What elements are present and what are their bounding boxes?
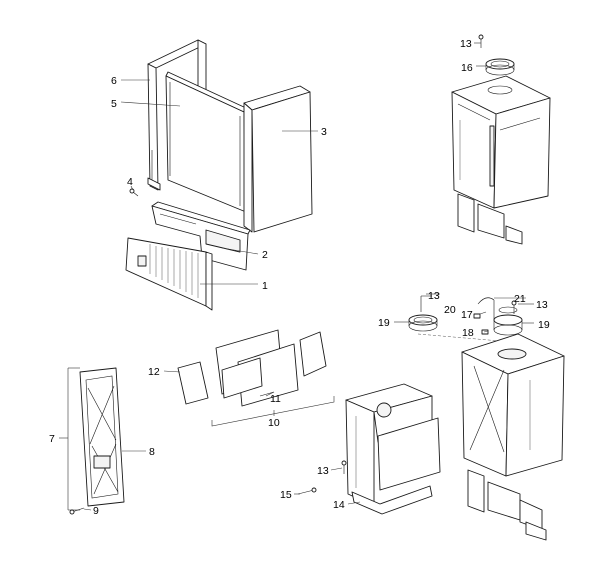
clip-part-20	[477, 297, 495, 320]
callout-9: 9	[93, 505, 99, 517]
callout-14: 14	[333, 499, 345, 511]
screw-part-9	[69, 507, 85, 515]
leader-lines	[59, 42, 534, 511]
insulation-panels-part-11	[215, 329, 327, 407]
rear-panel-part-8	[79, 367, 125, 507]
flue-collar-part-16	[485, 58, 515, 76]
callout-18: 18	[462, 327, 474, 339]
screw-part-13-lower	[341, 460, 347, 474]
callout-17: 17	[461, 309, 473, 321]
callout-1: 1	[262, 280, 268, 292]
screw-part-13-top	[478, 34, 484, 48]
callout-2: 2	[262, 249, 268, 261]
callout-19-right: 19	[538, 319, 550, 331]
callout-3: 3	[321, 126, 327, 138]
callout-6: 6	[111, 75, 117, 87]
callout-13-middle: 13	[428, 290, 440, 302]
callout-13-right: 13	[536, 299, 548, 311]
boiler-chassis-upper	[451, 75, 551, 245]
callout-8: 8	[149, 446, 155, 458]
combustion-chamber-part-14	[345, 383, 441, 515]
callout-5: 5	[111, 98, 117, 110]
front-cover-lower-part-1	[125, 237, 213, 311]
boiler-chassis-lower	[461, 333, 565, 541]
callout-13-lower: 13	[317, 465, 329, 477]
panel-part-12	[177, 361, 209, 405]
callout-16: 16	[461, 62, 473, 74]
flue-ring-part-19-right	[493, 306, 523, 336]
callout-20: 20	[444, 304, 456, 316]
group-bracket-part-10	[211, 396, 335, 427]
callout-10: 10	[268, 417, 280, 429]
flue-ring-part-19-left	[408, 296, 438, 332]
small-parts-17-18	[473, 313, 489, 335]
callout-12: 12	[148, 366, 160, 378]
callout-11: 11	[270, 393, 281, 405]
alignment-line	[417, 333, 513, 343]
side-panel-part-3	[243, 85, 313, 233]
callout-4: 4	[127, 176, 133, 188]
callout-15: 15	[280, 489, 292, 501]
callout-7: 7	[49, 433, 55, 445]
side-panel-part-5	[165, 71, 251, 213]
callout-13-top: 13	[460, 38, 472, 50]
callout-21: 21	[514, 293, 526, 305]
screw-part-13-right	[511, 300, 517, 314]
callout-19-left: 19	[378, 317, 390, 329]
screw-part-15	[297, 487, 317, 495]
